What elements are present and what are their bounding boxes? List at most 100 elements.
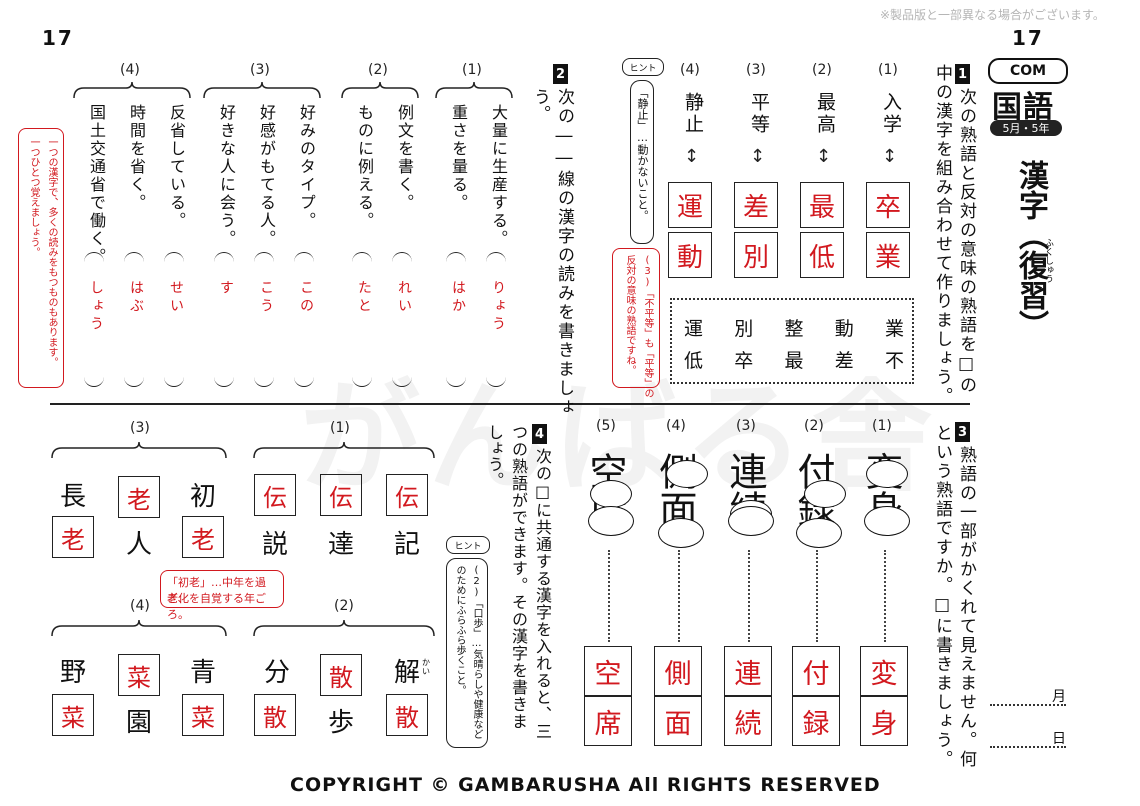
q4-answer-box[interactable]: 伝 <box>320 474 362 516</box>
q2-paren-close <box>124 376 144 387</box>
q2-answer[interactable]: せい <box>168 280 184 316</box>
q1-answer-top[interactable]: 運 <box>668 182 712 228</box>
q2-group-label: (2) <box>368 62 388 78</box>
q4-kanji-bottom: 歩 <box>328 708 355 738</box>
dotted-connector <box>884 550 886 642</box>
q2-answer[interactable]: はか <box>450 280 466 316</box>
q1-answer-bottom[interactable]: 別 <box>734 232 778 278</box>
q2-sentence: ものに例える。 <box>355 104 374 230</box>
q1-word-choice: 整 <box>784 318 804 340</box>
q2-group-label: (1) <box>462 62 482 78</box>
q3-answer-top[interactable]: 変 <box>860 646 908 696</box>
q2-group-label: (4) <box>120 62 140 78</box>
brace-icon <box>73 81 191 99</box>
q3-answer-top[interactable]: 側 <box>654 646 702 696</box>
q2-paren-open <box>164 252 184 263</box>
product-notice: ※製品版と一部異なる場合がございます。 <box>880 8 1105 22</box>
q1-instruction-2: 中の漢字を組み合わせて作りましょう。 <box>932 64 952 406</box>
hint-badge-q4: ヒント <box>446 536 490 554</box>
q4-ruby: かい <box>422 658 430 676</box>
brace-icon <box>253 619 435 637</box>
q2-paren-close <box>294 376 314 387</box>
q4-kanji-top-right: 初 <box>190 482 217 512</box>
q1-answer-bottom[interactable]: 業 <box>866 232 910 278</box>
q1-item-word: 入学 <box>880 92 902 136</box>
q2-answer[interactable]: れい <box>396 280 412 316</box>
q4-answer-box[interactable]: 伝 <box>386 474 428 516</box>
q2-sentence: 反省している。 <box>167 104 186 230</box>
q4-number: 4 <box>532 424 547 444</box>
q2-red-note-1: 一つの漢字で、多くの読みをもつものもあります。 <box>46 137 57 367</box>
q3-answer-bottom[interactable]: 面 <box>654 696 702 746</box>
q3-answer-top[interactable]: 空 <box>584 646 632 696</box>
cover-oval <box>666 460 708 488</box>
q2-answer[interactable]: りょう <box>490 280 506 334</box>
day-label: 日 <box>1052 731 1066 747</box>
q2-answer[interactable]: はぶ <box>128 280 144 316</box>
page-number-right: 17 <box>1012 26 1044 50</box>
page-number-left: 17 <box>42 26 74 50</box>
q2-answer[interactable]: たと <box>356 280 372 316</box>
q1-answer-top[interactable]: 最 <box>800 182 844 228</box>
q3-answer-top[interactable]: 付 <box>792 646 840 696</box>
q3-answer-bottom[interactable]: 録 <box>792 696 840 746</box>
q4-answer-box[interactable]: 菜 <box>182 694 224 736</box>
q3-answer-bottom[interactable]: 身 <box>860 696 908 746</box>
q1-number: 1 <box>955 64 970 84</box>
q4-answer-box[interactable]: 伝 <box>254 474 296 516</box>
q4-answer-box[interactable]: 散 <box>320 654 362 696</box>
q4-kanji-top-left: 長 <box>60 482 87 512</box>
q2-sentence: 国土交通省で働く。 <box>87 104 106 266</box>
subject-label: 国語 <box>992 90 1054 125</box>
q4-kanji-bottom: 人 <box>126 530 153 560</box>
q4-kanji-top-left: 野 <box>60 658 87 688</box>
q2-answer[interactable]: す <box>218 280 234 298</box>
q2-sentence: 重さを量る。 <box>449 104 468 212</box>
q1-item-label: (4) <box>680 62 700 78</box>
q4-kanji-bottom: 園 <box>126 708 153 738</box>
q4-answer-box[interactable]: 老 <box>118 476 160 518</box>
q2-paren-open <box>486 252 506 263</box>
q1-item-label: (2) <box>812 62 832 78</box>
q2-answer[interactable]: この <box>298 280 314 316</box>
q3-answer-bottom[interactable]: 続 <box>724 696 772 746</box>
q2-sentence: 好感がもてる人。 <box>257 104 276 248</box>
grade-label: 5月・5年 <box>990 120 1062 136</box>
q1-item-label: (3) <box>746 62 766 78</box>
q2-sentence: 好みのタイプ。 <box>297 104 316 230</box>
q4-instruction-1: 次の□に共通する漢字を入れると、三 <box>533 448 552 740</box>
q3-item-label: (2) <box>804 418 824 434</box>
q1-answer-top[interactable]: 差 <box>734 182 778 228</box>
q3-answer-bottom[interactable]: 席 <box>584 696 632 746</box>
arrow-updown-icon: ↕ <box>816 146 832 167</box>
cover-oval <box>796 518 842 548</box>
q4-puzzle-label: (3) <box>130 420 150 436</box>
q4-answer-box[interactable]: 散 <box>254 694 296 736</box>
brace-icon <box>203 81 321 99</box>
brace-icon <box>253 441 435 459</box>
q4-answer-box[interactable]: 老 <box>182 516 224 558</box>
page-title: 漢字（復習） <box>1013 160 1048 340</box>
q1-answer-bottom[interactable]: 動 <box>668 232 712 278</box>
q4-answer-box[interactable]: 菜 <box>52 694 94 736</box>
q1-hint: ヒント 「静止」…動かないこと。 <box>622 58 664 244</box>
q2-answer[interactable]: しょう <box>88 280 104 334</box>
com-label: COM <box>988 58 1068 84</box>
q4-answer-box[interactable]: 散 <box>386 694 428 736</box>
q3-answer-top[interactable]: 連 <box>724 646 772 696</box>
q2-sentence: 例文を書く。 <box>395 104 414 212</box>
q2-paren-close <box>392 376 412 387</box>
q4-answer-box[interactable]: 老 <box>52 516 94 558</box>
q1-item-word: 平等 <box>748 92 770 136</box>
q1-hint-text: 「静止」…動かないこと。 <box>630 80 654 244</box>
q1-word-choice: 動 <box>834 318 854 340</box>
q1-red-note-1: (3)「不平等」も「平等」の <box>642 255 653 398</box>
q1-answer-bottom[interactable]: 低 <box>800 232 844 278</box>
q2-paren-open <box>294 252 314 263</box>
q2-answer[interactable]: こう <box>258 280 274 316</box>
dotted-connector <box>678 550 680 642</box>
q1-answer-top[interactable]: 卒 <box>866 182 910 228</box>
q4-hint-text-1: (2)「口歩」…気晴らしや健康など <box>471 565 482 739</box>
q4-answer-box[interactable]: 菜 <box>118 654 160 696</box>
month-label: 月 <box>1052 689 1066 705</box>
